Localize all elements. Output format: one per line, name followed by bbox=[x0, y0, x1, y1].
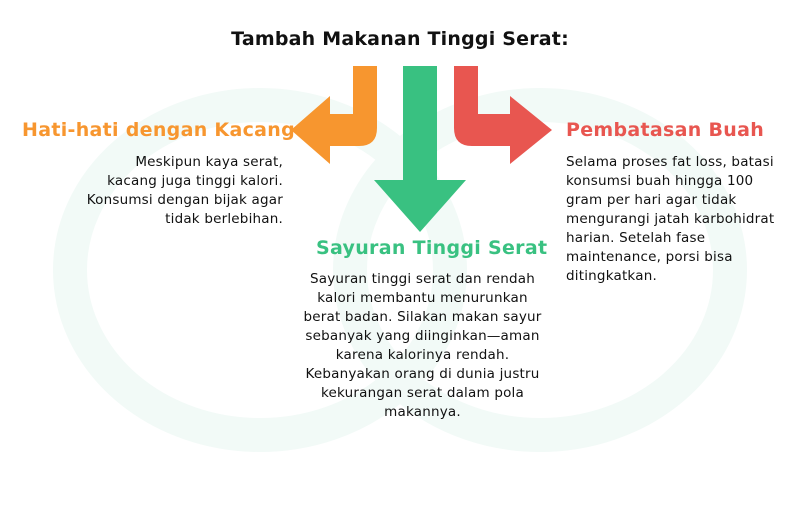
left-arrow bbox=[291, 66, 377, 164]
heading-sayuran: Sayuran Tinggi Serat bbox=[316, 237, 548, 259]
diagram-title: Tambah Makanan Tinggi Serat: bbox=[231, 28, 569, 50]
decor-ring-left bbox=[53, 88, 467, 452]
middle-arrow bbox=[374, 66, 466, 232]
text-buah: Selama proses fat loss, batasi konsumsi … bbox=[566, 154, 775, 284]
right-arrow bbox=[454, 66, 552, 164]
heading-buah: Pembatasan Buah bbox=[566, 119, 765, 141]
text-kacang: Meskipun kaya serat, kacang juga tinggi … bbox=[86, 154, 283, 227]
text-sayuran: Sayuran tinggi serat dan rendah kalori m… bbox=[303, 271, 542, 420]
heading-kacang: Hati-hati dengan Kacang bbox=[22, 119, 295, 141]
decor-ring-right bbox=[333, 88, 747, 452]
